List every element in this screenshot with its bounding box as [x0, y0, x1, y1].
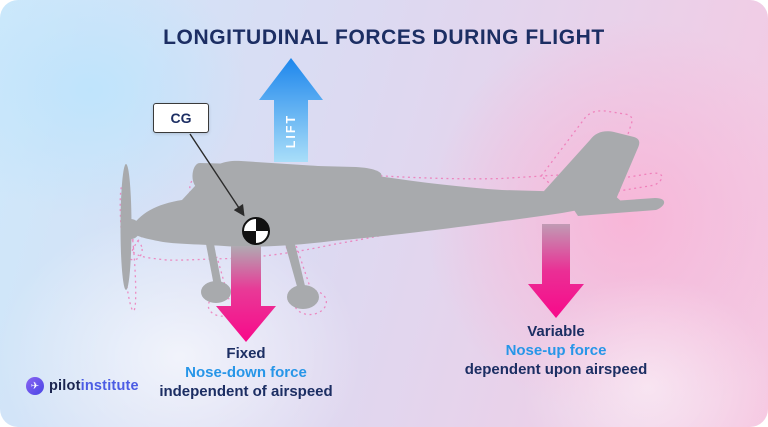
nose-down-caption-line2: Nose-down force: [185, 364, 307, 381]
page-title: LONGITUDINAL FORCES DURING FLIGHT: [163, 26, 605, 49]
logo-text: pilotinstitute: [49, 378, 139, 394]
nose-down-arrow: [216, 246, 276, 342]
logo-brand-secondary: institute: [80, 378, 139, 394]
nose-down-caption-line3: independent of airspeed: [159, 383, 333, 400]
airplane-silhouette: [120, 131, 665, 309]
nose-up-caption: Variable Nose-up force dependent upon ai…: [438, 322, 674, 379]
nose-up-caption-line3: dependent upon airspeed: [464, 361, 648, 378]
pilot-institute-logo: ✈ pilotinstitute: [26, 377, 139, 395]
nose-up-tail-arrow: [528, 224, 584, 318]
cg-label: CG: [170, 110, 192, 126]
nose-down-caption-line1: Fixed: [226, 345, 266, 362]
logo-brand-primary: pilot: [49, 378, 81, 394]
cg-symbol: [242, 217, 270, 245]
nose-down-caption: Fixed Nose-down force independent of air…: [138, 344, 354, 401]
paper-plane-icon: ✈: [26, 377, 44, 395]
lift-arrow-label: LIFT: [284, 114, 298, 148]
cg-label-box: CG: [153, 103, 209, 133]
cg-pointer-line: [189, 133, 245, 217]
nose-up-caption-line1: Variable: [527, 323, 585, 340]
nose-up-caption-line2: Nose-up force: [505, 342, 607, 359]
lift-arrow: [259, 58, 323, 162]
